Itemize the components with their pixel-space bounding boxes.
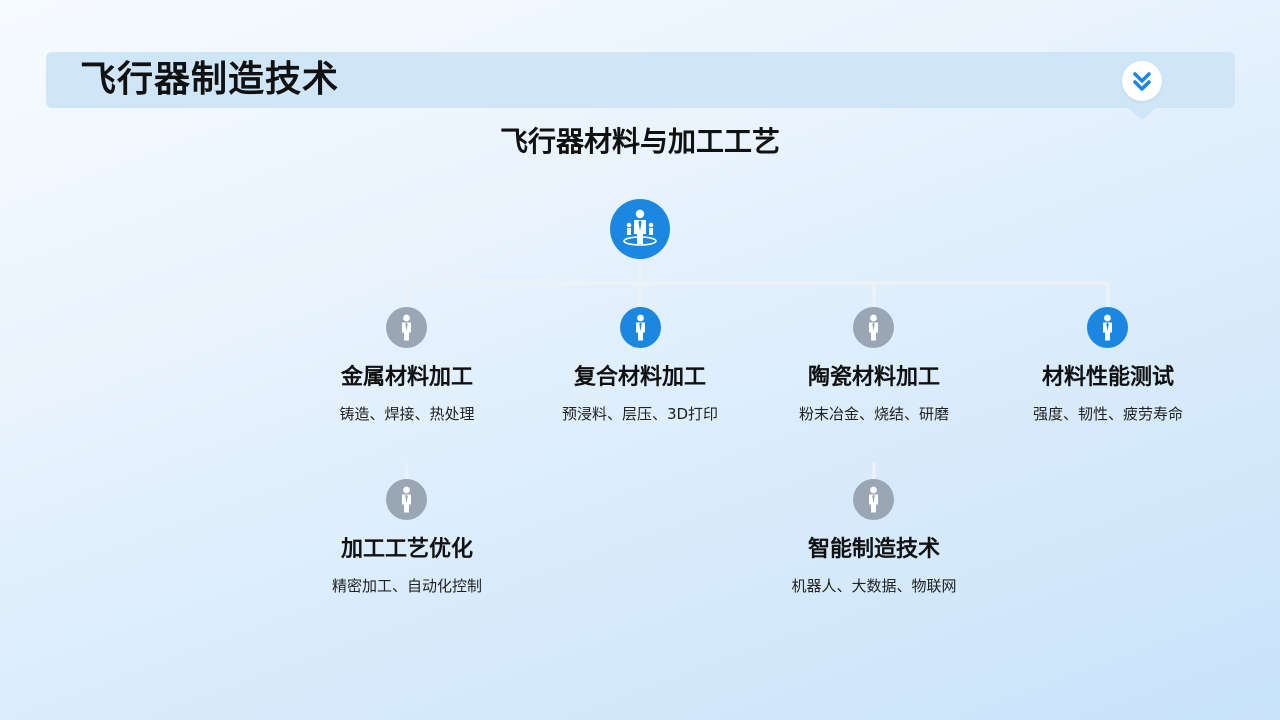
node-title: 金属材料加工 — [340, 365, 473, 390]
node-description: 粉末冶金、烧结、研磨 — [798, 405, 949, 423]
team-leader-icon — [610, 199, 670, 259]
person-icon — [1087, 307, 1128, 348]
node-title: 陶瓷材料加工 — [807, 365, 940, 390]
person-icon — [386, 307, 427, 348]
node-title: 加工工艺优化 — [340, 537, 473, 562]
double-chevron-down-icon — [1133, 72, 1151, 91]
node-description: 铸造、焊接、热处理 — [339, 405, 475, 423]
title-bar — [46, 52, 1235, 108]
node-description: 机器人、大数据、物联网 — [791, 577, 957, 595]
node-title: 复合材料加工 — [573, 365, 706, 390]
diagram-title: 飞行器材料与加工工艺 — [499, 125, 780, 158]
node-title: 材料性能测试 — [1041, 365, 1174, 390]
node-description: 强度、韧性、疲劳寿命 — [1032, 405, 1183, 423]
node-description: 预浸料、层压、3D打印 — [561, 405, 719, 423]
page-title: 飞行器制造技术 — [80, 59, 340, 100]
person-icon — [620, 307, 661, 348]
person-icon — [853, 307, 894, 348]
node-title: 智能制造技术 — [807, 537, 940, 562]
person-icon — [386, 479, 427, 520]
person-icon — [853, 479, 894, 520]
node-description: 精密加工、自动化控制 — [331, 577, 482, 595]
title-bar-notch — [1128, 108, 1156, 120]
expand-menu-button[interactable] — [1122, 61, 1162, 101]
